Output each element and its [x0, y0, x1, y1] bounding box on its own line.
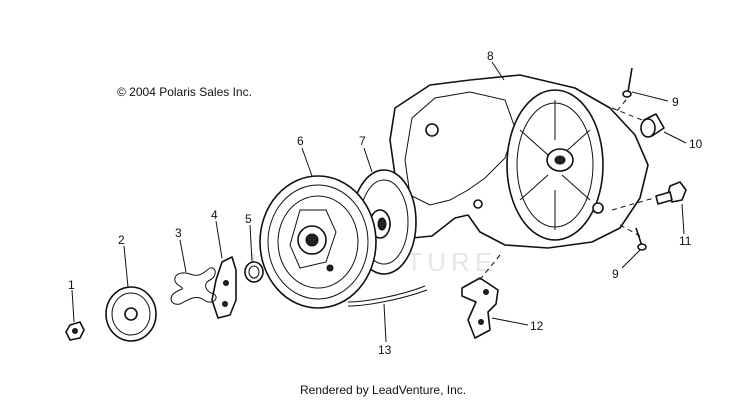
friction-spring [170, 267, 217, 305]
callout-9-lower: 9 [612, 267, 619, 281]
spring-clip [244, 261, 264, 283]
callout-6: 6 [297, 134, 304, 148]
callout-13: 13 [378, 343, 392, 357]
callout-8: 8 [487, 49, 494, 63]
copyright-text: © 2004 Polaris Sales Inc. [117, 85, 252, 99]
dowel-pin-lower [635, 227, 643, 247]
pawl [211, 256, 237, 319]
recoil-pulley [259, 175, 377, 309]
callout-4: 4 [211, 208, 218, 222]
callout-11: 11 [679, 234, 692, 248]
footer-text: Rendered by LeadVenture, Inc. [300, 383, 466, 397]
callout-5: 5 [245, 212, 252, 226]
callout-7: 7 [359, 134, 366, 148]
mounting-bracket [461, 277, 499, 339]
dowel-pin-upper [627, 67, 633, 93]
callout-10: 10 [689, 137, 703, 151]
starter-rope [347, 285, 426, 303]
callout-1: 1 [68, 278, 75, 292]
callout-9-upper: 9 [672, 95, 679, 109]
callout-12: 12 [530, 319, 544, 333]
callout-3: 3 [175, 226, 182, 240]
callout-2: 2 [118, 233, 125, 247]
recoil-housing [385, 74, 649, 249]
